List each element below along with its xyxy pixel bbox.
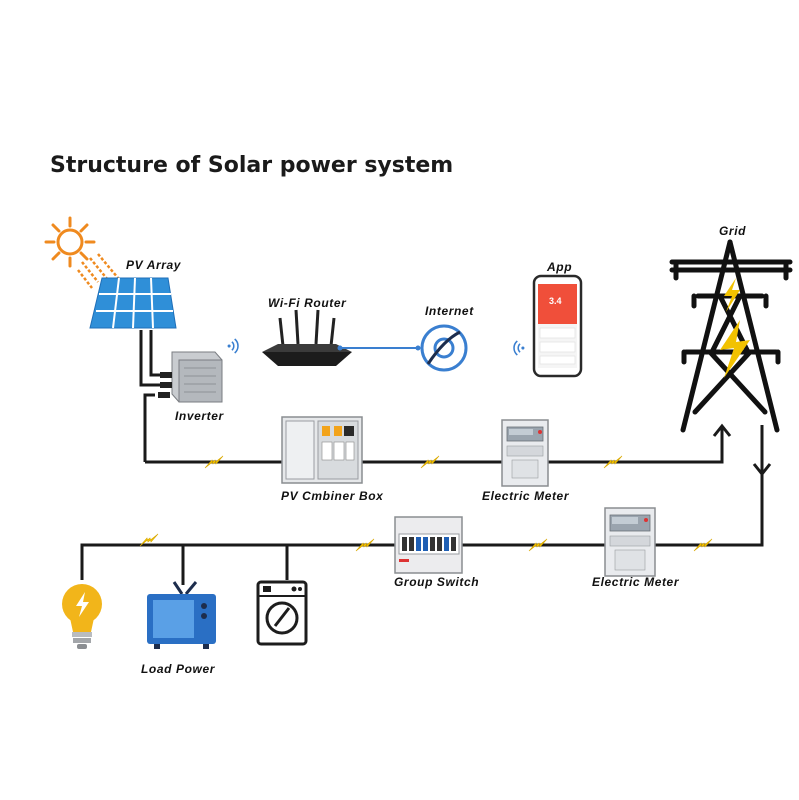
router-icon xyxy=(262,309,352,366)
grid-label: Grid xyxy=(719,224,747,238)
arrow-up-icon xyxy=(712,423,732,437)
sun-rays xyxy=(77,253,119,289)
inverter-icon xyxy=(158,351,223,403)
wifi-signal-icon xyxy=(513,340,525,356)
internet-label: Internet xyxy=(425,304,474,318)
arrow-down-icon xyxy=(752,463,772,477)
sun-icon xyxy=(44,216,96,268)
smartphone-icon xyxy=(532,274,583,378)
electric-meter-icon xyxy=(604,507,656,577)
inverter-label: Inverter xyxy=(175,409,224,423)
washing-machine-icon xyxy=(256,580,308,646)
electric-meter-label: Electric Meter xyxy=(592,575,680,589)
wifi-router-label: Wi-Fi Router xyxy=(268,296,347,310)
electric-meter-label: Electric Meter xyxy=(482,489,570,503)
light-bulb-icon xyxy=(62,584,102,649)
high-voltage-icon xyxy=(724,278,740,312)
globe-icon xyxy=(420,324,468,372)
diagram-title: Structure of Solar power system xyxy=(50,153,454,178)
wifi-signal-icon xyxy=(227,338,239,354)
tv-icon xyxy=(147,581,216,649)
group-switch-label: Group Switch xyxy=(394,575,480,589)
app-screen-value: 3.4 xyxy=(549,296,562,306)
pv-array-label: PV Array xyxy=(126,258,182,272)
high-voltage-icon xyxy=(720,320,750,378)
solar-panel-icon xyxy=(89,277,177,329)
combiner-box-icon xyxy=(281,416,363,484)
app-label: App xyxy=(547,260,573,274)
combiner-box-label: PV Cmbiner Box xyxy=(281,489,384,503)
electric-meter-icon xyxy=(501,419,549,487)
group-switch-icon xyxy=(394,516,463,574)
load-power-label: Load Power xyxy=(141,662,216,676)
